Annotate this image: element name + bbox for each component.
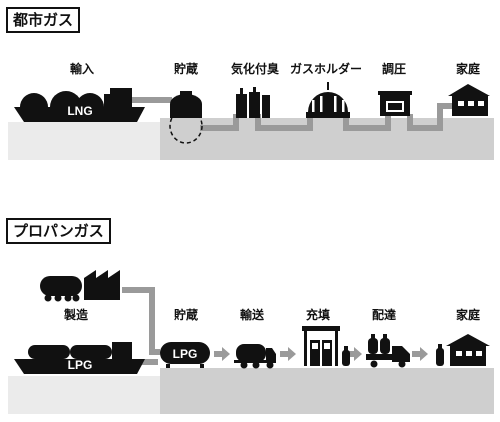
city-home-label: 家庭 — [455, 62, 480, 76]
propane-transport-label: 輸送 — [239, 308, 264, 322]
arrow-icon — [214, 347, 230, 361]
propane-land — [160, 368, 494, 414]
arrow-icon — [280, 347, 296, 361]
city-import-label: 輸入 — [69, 62, 94, 76]
propane-home-label: 家庭 — [455, 308, 480, 322]
city-sea — [8, 122, 160, 160]
city-land — [160, 118, 494, 160]
tank-car-icon — [40, 276, 82, 302]
propane-gas-title: プロパンガス — [6, 218, 111, 244]
factory-icon — [84, 270, 120, 300]
flow-arrows — [214, 347, 428, 361]
filling-station-icon — [302, 326, 340, 366]
city-vaporize-label: 気化付臭 — [230, 62, 279, 76]
vaporizer-icon — [236, 87, 270, 118]
lng-storage-tank-icon — [169, 91, 203, 144]
city-regulate-label: 調圧 — [381, 62, 406, 76]
propane-fill-label: 充填 — [305, 308, 330, 322]
city-pipeline — [130, 97, 452, 131]
delivery-truck-icon — [366, 334, 410, 368]
regulator-building-icon — [378, 91, 412, 116]
propane-deliver-label: 配達 — [371, 308, 396, 322]
propane-sea — [8, 376, 160, 414]
arrow-icon — [412, 347, 428, 361]
propane-house-icon — [436, 334, 490, 366]
lpg-tanker-icon — [14, 342, 145, 374]
lng-tanker-icon — [14, 88, 145, 122]
lpg-storage-tank-icon — [160, 342, 210, 368]
gas-cylinder-icon — [342, 346, 350, 366]
tanker-truck-icon — [234, 344, 276, 369]
propane-storage-label: 貯蔵 — [173, 308, 198, 322]
lpg-tanker-label: LPG — [68, 358, 93, 372]
city-house-icon — [448, 84, 490, 116]
arrow-icon — [346, 347, 362, 361]
city-holder-label: ガスホルダー — [289, 62, 362, 76]
lng-tanker-label: LNG — [67, 104, 92, 118]
gas-holder-icon — [306, 82, 350, 118]
propane-manufacture-label: 製造 — [63, 308, 88, 322]
city-gas-title: 都市ガス — [6, 7, 81, 33]
lpg-storage-label: LPG — [173, 347, 198, 361]
city-storage-label: 貯蔵 — [173, 62, 198, 76]
